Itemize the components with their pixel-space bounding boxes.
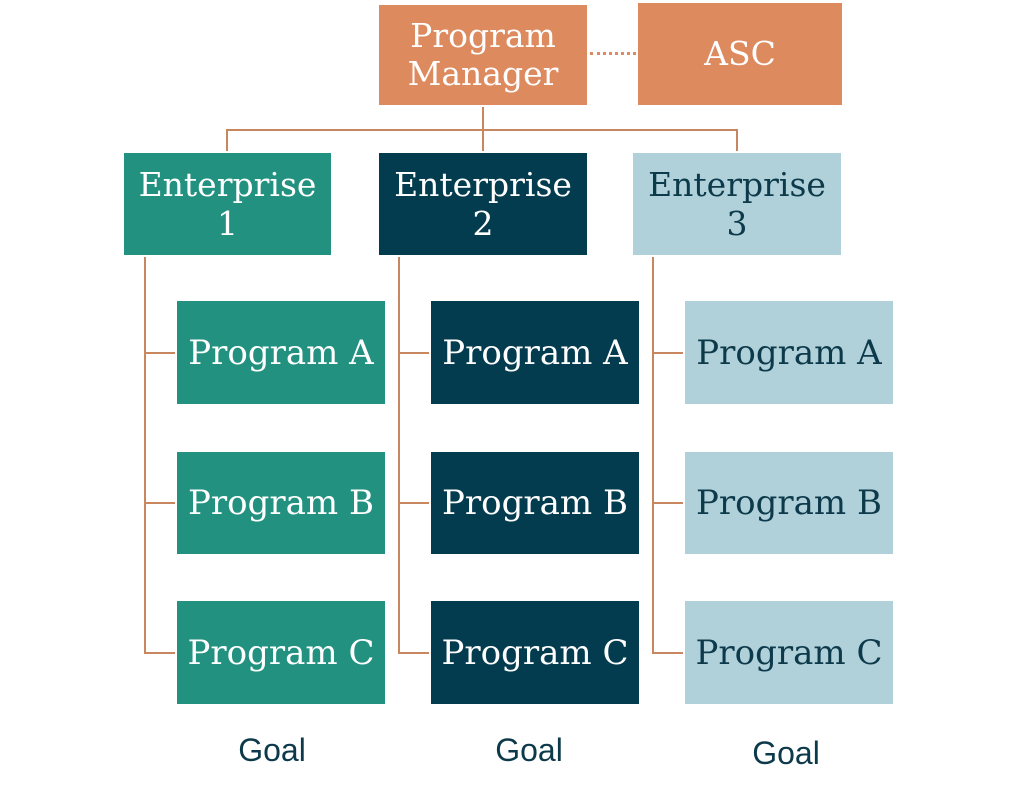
advisor-dotted-connector xyxy=(590,52,636,55)
enterprise-3-program-c-label: Program C xyxy=(695,632,883,673)
enterprise-2-program-a-label: Program A xyxy=(442,332,628,373)
enterprise-3-spine-line xyxy=(652,256,654,653)
enterprise-3-program-b-label: Program B xyxy=(696,483,882,523)
e1-program-a-branch xyxy=(144,352,178,354)
program-manager-label: Program Manager xyxy=(408,17,559,93)
program-manager-label-line-2: Manager xyxy=(407,54,559,93)
e1-program-c-branch xyxy=(144,652,178,654)
program-manager-box: Program Manager xyxy=(377,3,589,107)
enterprise-1-drop-line xyxy=(226,129,228,153)
enterprise-2-label: Enterprise 2 xyxy=(394,165,572,243)
enterprise-1-goal-label: Goal xyxy=(238,732,306,768)
enterprise-2-program-a-box: Program A xyxy=(429,299,641,406)
e2-program-b-branch xyxy=(398,502,432,504)
enterprise-1-program-a-box: Program A xyxy=(175,299,387,406)
e1-program-b-branch xyxy=(144,502,178,504)
enterprise-1-program-c-label: Program C xyxy=(187,632,375,673)
e3-program-c-branch xyxy=(652,652,686,654)
enterprise-3-program-b-box: Program B xyxy=(683,450,895,556)
enterprise-3-drop-line xyxy=(736,129,738,153)
enterprise-1-program-b-label: Program B xyxy=(188,483,374,523)
enterprise-1-label: Enterprise 1 xyxy=(138,165,317,243)
enterprise-1-spine-line xyxy=(144,256,146,653)
enterprise-2-program-b-label: Program B xyxy=(442,483,628,523)
enterprise-2-spine-line xyxy=(398,256,400,653)
enterprise-1-program-c-box: Program C xyxy=(175,599,387,706)
asc-box: ASC xyxy=(636,1,844,107)
enterprise-1-program-a-label: Program A xyxy=(188,332,374,373)
enterprise-3-goal-label: Goal xyxy=(752,735,820,771)
enterprise-1-box: Enterprise 1 xyxy=(122,151,333,257)
enterprise-1-program-b-box: Program B xyxy=(175,450,387,556)
e2-program-a-branch xyxy=(398,352,432,354)
enterprise-2-program-b-box: Program B xyxy=(429,450,641,556)
enterprise-3-program-a-box: Program A xyxy=(683,299,895,406)
program-manager-label-line-1: Program xyxy=(410,16,556,55)
enterprise-2-program-c-label: Program C xyxy=(441,632,629,673)
enterprise-3-box: Enterprise 3 xyxy=(631,151,843,257)
enterprise-3-label: Enterprise 3 xyxy=(648,165,826,243)
manager-stem-line xyxy=(482,106,484,130)
e2-program-c-branch xyxy=(398,652,432,654)
e3-program-b-branch xyxy=(652,502,686,504)
enterprise-3-program-c-box: Program C xyxy=(683,599,895,706)
enterprise-2-goal-label: Goal xyxy=(495,732,563,768)
enterprise-3-program-a-label: Program A xyxy=(696,332,882,373)
enterprise-2-box: Enterprise 2 xyxy=(377,151,589,257)
e3-program-a-branch xyxy=(652,352,686,354)
asc-label: ASC xyxy=(704,34,776,73)
enterprise-2-program-c-box: Program C xyxy=(429,599,641,706)
enterprise-2-drop-line xyxy=(482,129,484,153)
